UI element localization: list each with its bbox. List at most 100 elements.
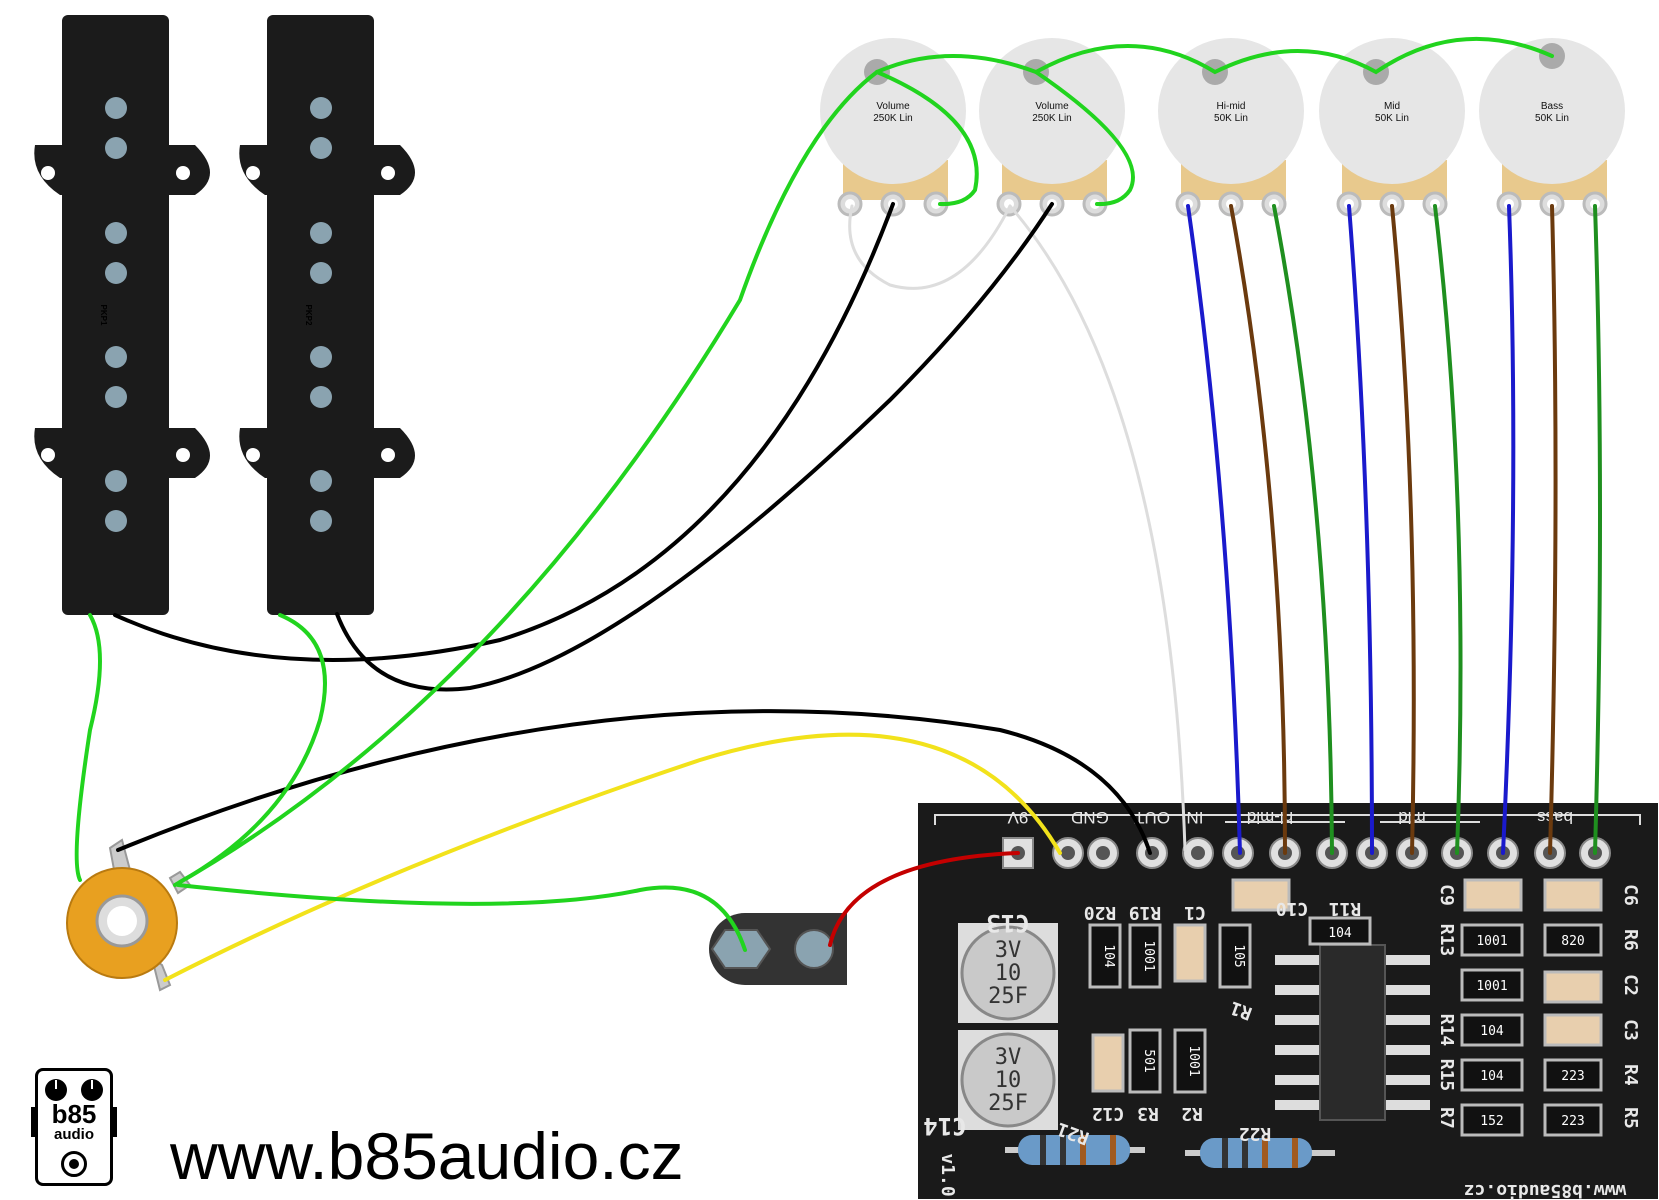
wire-green-pkp1-jack: [74, 613, 102, 882]
pickup-1-pole-pieces: [105, 97, 127, 532]
chip-marking: 104: [1328, 926, 1352, 941]
svg-text:104: 104: [1480, 1069, 1504, 1084]
svg-text:R2: R2: [1181, 1103, 1203, 1124]
wire-brown-mid: [1390, 204, 1416, 855]
svg-text:3V: 3V: [995, 938, 1022, 963]
pot-hi-mid: Hi-mid 50K Lin: [1158, 38, 1304, 217]
svg-text:250K Lin: 250K Lin: [1032, 113, 1071, 124]
resistor-r22: [1185, 1138, 1335, 1168]
svg-text:R7: R7: [1436, 1107, 1457, 1129]
wire-blue-hi-mid: [1186, 204, 1242, 855]
board-version: v1.0: [937, 1153, 958, 1196]
wire-green-vol2-wiper: [1034, 70, 1135, 207]
label-hi-mid: hi-mid: [1247, 808, 1293, 827]
svg-text:R20: R20: [1084, 902, 1117, 923]
svg-text:Volume: Volume: [1035, 101, 1069, 112]
svg-text:223: 223: [1561, 1069, 1584, 1084]
svg-text:104: 104: [1480, 1024, 1504, 1039]
wire-blue-bass: [1501, 204, 1516, 855]
svg-text:223: 223: [1561, 1114, 1584, 1129]
svg-text:R6: R6: [1620, 929, 1641, 951]
wire-white-in: [1008, 204, 1187, 852]
resistor-r21: [1005, 1135, 1145, 1165]
wire-white-vol1-vol2: [848, 204, 1012, 290]
wire-green-jack-battery: [176, 883, 747, 952]
svg-text:C13: C13: [986, 909, 1029, 937]
wires: [74, 36, 1602, 982]
svg-text:1001: 1001: [1141, 940, 1156, 971]
label-gnd: GND: [1071, 808, 1109, 827]
svg-text:R13: R13: [1436, 924, 1457, 957]
svg-text:501: 501: [1141, 1049, 1156, 1072]
logo-knob-icon: [81, 1079, 103, 1101]
svg-text:1001: 1001: [1476, 934, 1507, 949]
svg-text:C2: C2: [1620, 974, 1641, 996]
svg-text:R5: R5: [1620, 1107, 1641, 1129]
capacitor-c13: 3V 10 25F: [958, 923, 1058, 1023]
svg-text:Hi-mid: Hi-mid: [1217, 101, 1246, 112]
wire-brown-hi-mid: [1229, 204, 1287, 855]
svg-text:R14: R14: [1436, 1014, 1457, 1047]
svg-text:Volume: Volume: [876, 101, 910, 112]
svg-text:R22: R22: [1239, 1123, 1272, 1144]
wire-yellow-9v: [163, 732, 1062, 982]
pot-mid: Mid 50K Lin: [1319, 38, 1465, 217]
logo-ear-left: [31, 1107, 37, 1137]
pickup-1-label: PKP1: [99, 305, 108, 326]
logo-footswitch-icon: [61, 1151, 87, 1177]
svg-text:10: 10: [995, 961, 1022, 986]
b85-logo: b85 audio: [31, 1068, 117, 1186]
svg-text:C9: C9: [1436, 884, 1457, 906]
svg-text:152: 152: [1480, 1114, 1503, 1129]
output-jack: [66, 838, 192, 992]
logo-knob-icon: [45, 1079, 67, 1101]
ic-chip: 104: [1275, 916, 1430, 1121]
wire-green-pkp2-jack: [178, 613, 327, 884]
svg-text:25F: 25F: [988, 1091, 1028, 1116]
svg-text:250K Lin: 250K Lin: [873, 113, 912, 124]
wire-black-pkp2-vol2: [335, 202, 1054, 692]
smd-parts: [1091, 878, 1603, 1093]
svg-text:R11: R11: [1329, 898, 1362, 919]
pickup-2-body: [267, 15, 374, 615]
battery-clip: [709, 913, 847, 985]
pickup-1: PKP1: [34, 15, 211, 615]
wire-green-pot-chain: [875, 36, 1554, 75]
wire-green-bass: [1593, 204, 1602, 855]
pickup-2-label: PKP2: [304, 305, 313, 326]
svg-text:C3: C3: [1620, 1019, 1641, 1041]
logo-ear-right: [111, 1107, 117, 1137]
smd-resistors: 104 1001 105 501 1001 1001 820 1001 104 …: [1088, 923, 1603, 1137]
svg-text:Bass: Bass: [1541, 101, 1563, 112]
pot-bass: Bass 50K Lin: [1479, 38, 1625, 217]
board-url: www.b85audio.cz: [1464, 1180, 1627, 1200]
wire-brown-bass: [1548, 204, 1558, 855]
pickup-1-body: [62, 15, 169, 615]
label-bass: bass: [1537, 808, 1573, 827]
pickup-2-pole-pieces: [310, 97, 332, 532]
svg-text:1001: 1001: [1476, 979, 1507, 994]
capacitor-c14: 3V 10 25F: [958, 1030, 1058, 1130]
wire-blue-mid: [1347, 204, 1374, 855]
website-link[interactable]: www.b85audio.cz: [170, 1119, 684, 1193]
wire-green-jack-vol1: [173, 70, 879, 887]
label-out: OUT: [1134, 808, 1170, 827]
wire-black-pkp1-vol1: [113, 202, 895, 662]
label-9v: 9V: [1007, 808, 1028, 827]
svg-text:104: 104: [1101, 944, 1116, 968]
pot-volume-1: Volume 250K Lin: [820, 38, 966, 217]
svg-text:50K Lin: 50K Lin: [1535, 113, 1569, 124]
wire-green-mid: [1433, 204, 1463, 855]
svg-text:R19: R19: [1129, 902, 1162, 923]
svg-text:25F: 25F: [988, 984, 1028, 1009]
svg-text:10: 10: [995, 1068, 1022, 1093]
svg-text:R15: R15: [1436, 1059, 1457, 1092]
logo-text-audio: audio: [54, 1126, 94, 1143]
svg-text:3V: 3V: [995, 1045, 1022, 1070]
silkscreen-labels: C13 C14 R20 R19 C1 C10 R11 C9 C6 R13 R6 …: [923, 884, 1641, 1200]
svg-text:R4: R4: [1620, 1064, 1641, 1086]
svg-text:C6: C6: [1620, 884, 1641, 906]
wire-red-battery: [828, 851, 1020, 947]
label-in: IN: [1187, 808, 1204, 827]
wire-green-hi-mid: [1272, 204, 1334, 855]
